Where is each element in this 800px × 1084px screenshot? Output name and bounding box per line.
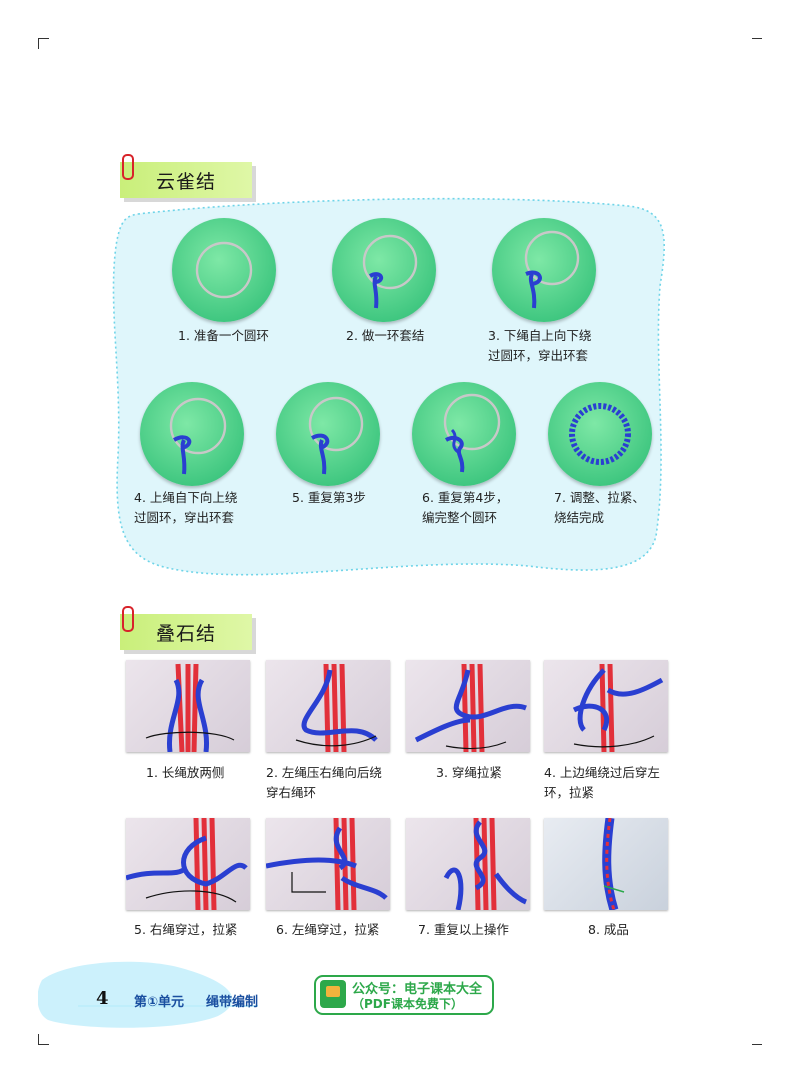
unit-label: 第①单元 [134,995,185,1010]
step-caption-7: 7. 调整、拉紧、 烧结完成 [554,490,645,525]
unit-name: 绳带编制 [206,995,259,1010]
crop-mark-top-right [752,38,762,39]
footer-decoration [38,961,258,1028]
badge-line-1: 公众号：电子课本大全 [352,982,483,997]
step-caption-3: 3. 下绳自上向下绕 过圆环，穿出环套 [488,328,592,363]
knot-photo-6 [266,818,390,910]
knot-photo-7 [406,818,530,910]
knot-caption-1: 1. 长绳放两侧 [146,765,225,780]
paperclip-icon [122,606,134,632]
section-title-stacked-stone-knot: 叠石结 [120,614,252,650]
step-caption-6: 6. 重复第4步， 编完整个圆环 [422,490,509,525]
step-photo-6 [412,382,516,486]
lark-knot-panel: 1. 准备一个圆环 2. 做一环套结 3. 下绳自上向下绕 过圆环，穿出环套 4… [108,196,670,580]
book-icon [320,980,346,1008]
knot-photo-8 [544,818,668,910]
crop-mark-bottom-left [38,1034,49,1045]
knot-photo-4 [544,660,668,752]
step-photo-7 [548,382,652,486]
paperclip-icon [122,154,134,180]
knot-photo-5 [126,818,250,910]
step-photo-3 [492,218,596,322]
badge-line-2: （PDF课本免费下） [352,997,463,1011]
step-caption-1: 1. 准备一个圆环 [178,328,269,343]
step-photo-4 [140,382,244,486]
knot-photo-3 [406,660,530,752]
step-photo-5 [276,382,380,486]
knot-caption-8: 8. 成品 [588,922,629,937]
knot-caption-3: 3. 穿绳拉紧 [436,765,502,780]
step-caption-5: 5. 重复第3步 [292,490,366,505]
crop-mark-bottom-right [752,1044,762,1045]
page-number: 4 [96,988,109,1009]
knot-photo-1 [126,660,250,752]
public-account-badge: 公众号：电子课本大全 （PDF课本免费下） [314,975,494,1015]
knot-caption-2: 2. 左绳压右绳向后绕 穿右绳环 [266,765,382,800]
knot-caption-4: 4. 上边绳绕过后穿左 环，拉紧 [544,765,660,800]
step-photo-1 [172,218,276,322]
step-photo-2 [332,218,436,322]
knot-caption-5: 5. 右绳穿过，拉紧 [134,922,238,937]
section-title-lark-knot: 云雀结 [120,162,252,198]
knot-caption-6: 6. 左绳穿过，拉紧 [276,922,380,937]
step-caption-2: 2. 做一环套结 [346,328,425,343]
knot-photo-2 [266,660,390,752]
step-caption-4: 4. 上绳自下向上绕 过圆环，穿出环套 [134,490,238,525]
knot-caption-7: 7. 重复以上操作 [418,922,509,937]
crop-mark-top-left [38,38,49,49]
